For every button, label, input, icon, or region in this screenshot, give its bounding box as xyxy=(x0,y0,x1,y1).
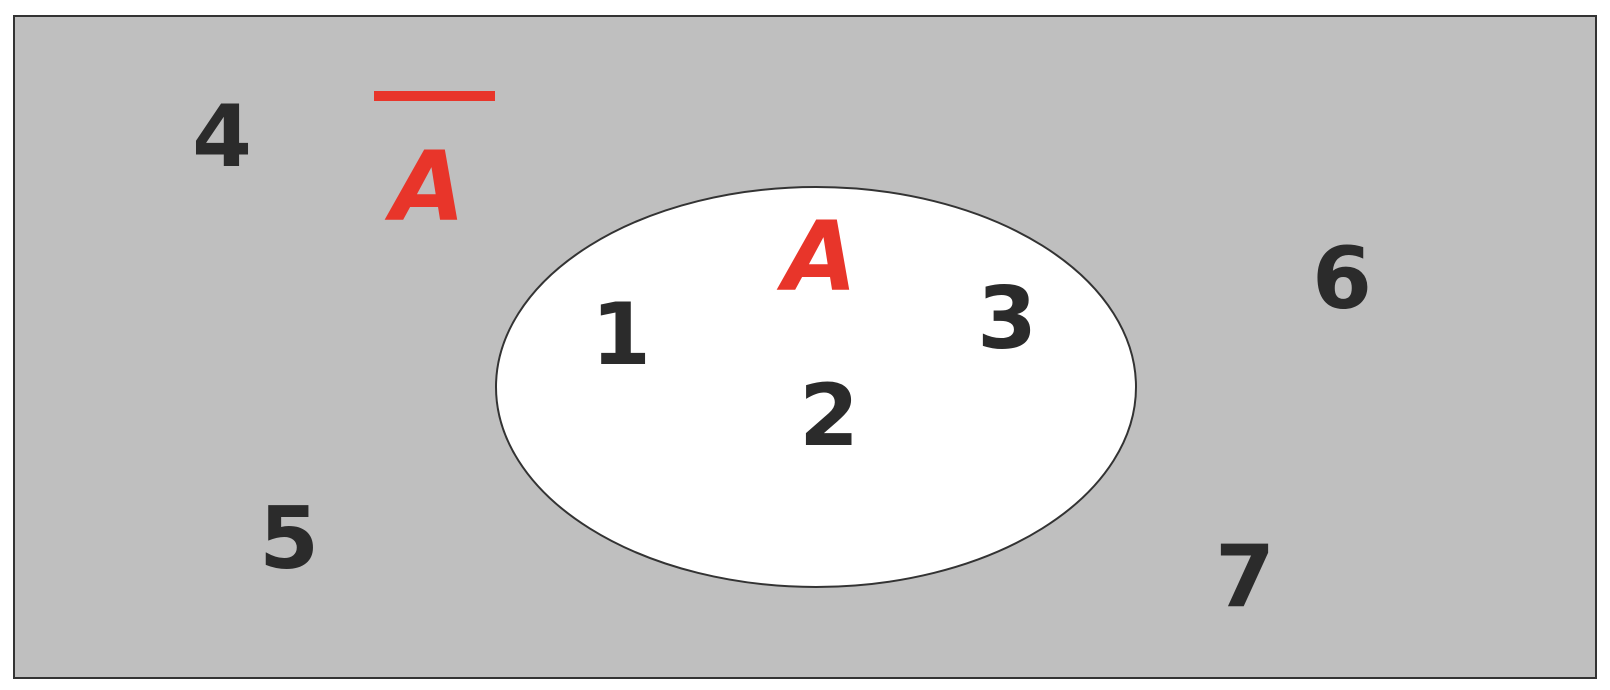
complement-label: A xyxy=(384,131,465,243)
element-7: 7 xyxy=(1215,527,1275,627)
element-6: 6 xyxy=(1312,229,1372,329)
element-2: 2 xyxy=(799,366,859,466)
set-a-ellipse xyxy=(495,186,1137,588)
element-4: 4 xyxy=(192,87,252,187)
element-5: 5 xyxy=(259,489,319,589)
element-3: 3 xyxy=(977,269,1037,369)
set-a-label: A xyxy=(776,201,857,313)
element-1: 1 xyxy=(591,285,651,385)
